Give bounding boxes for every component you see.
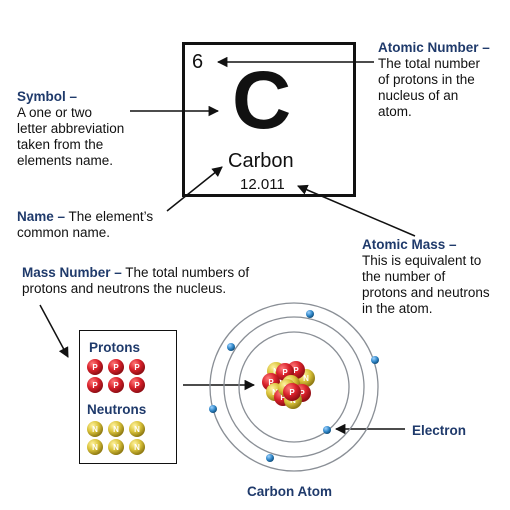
arrow-mass-number xyxy=(39,304,69,358)
atomic-mass-desc-1: This is equivalent to xyxy=(362,253,482,268)
name-label: Name – The element’s common name. xyxy=(17,209,153,241)
proton-glyph: P xyxy=(134,381,140,390)
protons-title: Protons xyxy=(89,340,141,355)
atomic-number-desc-1: The total number xyxy=(378,56,481,71)
neutron-glyph: N xyxy=(303,374,309,383)
proton-glyph: P xyxy=(268,378,274,387)
atomic-number-title: Atomic Number – xyxy=(378,40,490,55)
symbol-title: Symbol – xyxy=(17,89,78,104)
arrow-name xyxy=(166,166,223,212)
atomic-mass-desc-4: in the atom. xyxy=(362,301,433,316)
mass-number-desc-2: protons and neutrons the nucleus. xyxy=(22,281,227,296)
atomic-number-desc-3: nucleus of an xyxy=(378,88,459,103)
atomic-mass-value: 12.011 xyxy=(240,176,285,193)
atom-caption: Carbon Atom xyxy=(247,484,332,499)
neutron: N xyxy=(108,439,124,455)
neutron-glyph: N xyxy=(92,425,98,434)
proton-glyph: P xyxy=(92,363,98,372)
element-symbol: C xyxy=(232,55,292,146)
neutron: N xyxy=(108,421,124,437)
nucleus: N P N P P N P N P N N P xyxy=(262,361,315,409)
proton-glyph: P xyxy=(134,363,140,372)
proton-glyph: P xyxy=(280,393,286,402)
name-desc-2: common name. xyxy=(17,225,111,240)
atomic-mass-desc-2: the number of xyxy=(362,269,446,284)
proton: P xyxy=(129,377,145,393)
name-desc-1: The element’s xyxy=(65,209,154,224)
electron xyxy=(227,343,235,351)
proton-glyph: P xyxy=(92,381,98,390)
atomic-mass-title: Atomic Mass – xyxy=(362,237,457,252)
element-card xyxy=(182,42,356,197)
arrow-atomic-mass xyxy=(297,184,416,237)
orbit-inner xyxy=(238,331,350,443)
neutron-glyph: N xyxy=(134,443,140,452)
neutron: N xyxy=(129,439,145,455)
electrons xyxy=(209,310,379,462)
proton-glyph: P xyxy=(299,389,305,398)
neutron: N xyxy=(87,421,103,437)
name-title: Name – xyxy=(17,209,66,224)
proton-glyph: P xyxy=(293,366,299,375)
proton: P xyxy=(87,377,103,393)
atomic-number-desc-4: atom. xyxy=(378,104,412,119)
proton-glyph: P xyxy=(113,381,119,390)
mass-number-label: Mass Number – The total numbers of proto… xyxy=(22,265,249,297)
mass-number-desc-1: The total numbers of xyxy=(121,265,250,280)
symbol-desc-2: letter abbreviation xyxy=(17,121,125,136)
particle-legend xyxy=(79,330,177,464)
orbit-middle xyxy=(223,316,365,458)
atomic-mass-desc-3: protons and neutrons xyxy=(362,285,490,300)
neutron-glyph: N xyxy=(92,443,98,452)
proton: P xyxy=(108,377,124,393)
neutron: N xyxy=(129,421,145,437)
atomic-number-label: Atomic Number – The total number of prot… xyxy=(378,40,490,120)
legend-neutrons: N N N N N N xyxy=(87,421,145,455)
proton: P xyxy=(283,383,301,401)
symbol-desc-1: A one or two xyxy=(17,105,93,120)
atomic-number-desc-2: of protons in the xyxy=(378,72,475,87)
electron xyxy=(266,454,274,462)
atomic-number-value: 6 xyxy=(192,51,204,73)
neutrons-title: Neutrons xyxy=(87,402,147,417)
electron xyxy=(306,310,314,318)
electron xyxy=(323,426,331,434)
symbol-desc-4: elements name. xyxy=(17,153,114,168)
mass-number-title: Mass Number – xyxy=(22,265,122,280)
neutron-glyph: N xyxy=(113,425,119,434)
orbit-outer xyxy=(209,302,379,472)
proton-glyph: P xyxy=(113,363,119,372)
neutron-glyph: N xyxy=(113,443,119,452)
proton: P xyxy=(108,359,124,375)
proton-glyph: P xyxy=(289,388,295,397)
electron xyxy=(371,356,379,364)
electron-label: Electron xyxy=(412,423,467,438)
proton: P xyxy=(87,359,103,375)
electron-orbits xyxy=(209,302,379,472)
neutron: N xyxy=(87,439,103,455)
symbol-label: Symbol – A one or two letter abbreviatio… xyxy=(17,89,124,169)
atomic-mass-label: Atomic Mass – This is equivalent to the … xyxy=(362,237,490,317)
element-name: Carbon xyxy=(228,150,294,172)
neutron-glyph: N xyxy=(134,425,140,434)
electron xyxy=(209,405,217,413)
legend-protons: P P P P P P xyxy=(87,359,145,393)
proton: P xyxy=(129,359,145,375)
neutron-glyph: N xyxy=(272,388,278,397)
proton-glyph: P xyxy=(282,368,288,377)
symbol-desc-3: taken from the xyxy=(17,137,104,152)
